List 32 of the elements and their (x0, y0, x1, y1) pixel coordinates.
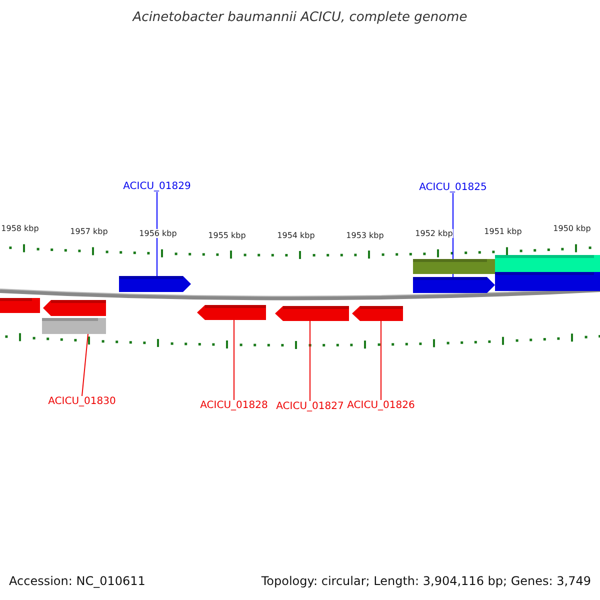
gene-bar (42, 318, 106, 334)
gene-label: ACICU_01830 (48, 396, 116, 407)
scale-label: 1958 kbp (1, 224, 39, 234)
gene-bar (495, 255, 600, 273)
scale-label: 1956 kbp (139, 229, 177, 238)
scale-label: 1955 kbp (208, 230, 246, 240)
scale-label: 1957 kbp (70, 227, 108, 236)
scale-label: 1953 kbp (346, 230, 384, 240)
scale-label: 1951 kbp (484, 227, 522, 236)
gene-label: ACICU_01826 (347, 400, 415, 411)
gene-feature (119, 276, 191, 292)
gene-feature (413, 277, 495, 293)
gene-feature (352, 306, 403, 321)
footer-text: Topology: circular; Length: 3,904,116 bp; Genes: 3,749 (261, 574, 591, 588)
gene-bar (413, 259, 495, 274)
leader-line (82, 334, 88, 396)
gene-feature (197, 305, 266, 320)
scale-label: 1954 kbp (277, 231, 315, 240)
title: Acinetobacter baumannii ACICU, complete genome (131, 10, 468, 25)
gene-feature (43, 300, 106, 316)
gene-label: ACICU_01828 (200, 400, 268, 411)
gene-feature (275, 306, 349, 321)
leader-line (156, 192, 158, 276)
gene-bar (0, 298, 40, 313)
gene-label: ACICU_01827 (276, 401, 344, 412)
scale-label: 1950 kbp (553, 224, 591, 234)
gene-label: ACICU_01829 (123, 181, 191, 192)
gene-label: ACICU_01825 (419, 182, 487, 193)
gene-bar (495, 272, 600, 291)
scale-label: 1952 kbp (415, 229, 453, 238)
leader-line (380, 320, 382, 400)
footer-text: Accession: NC_010611 (9, 574, 146, 588)
